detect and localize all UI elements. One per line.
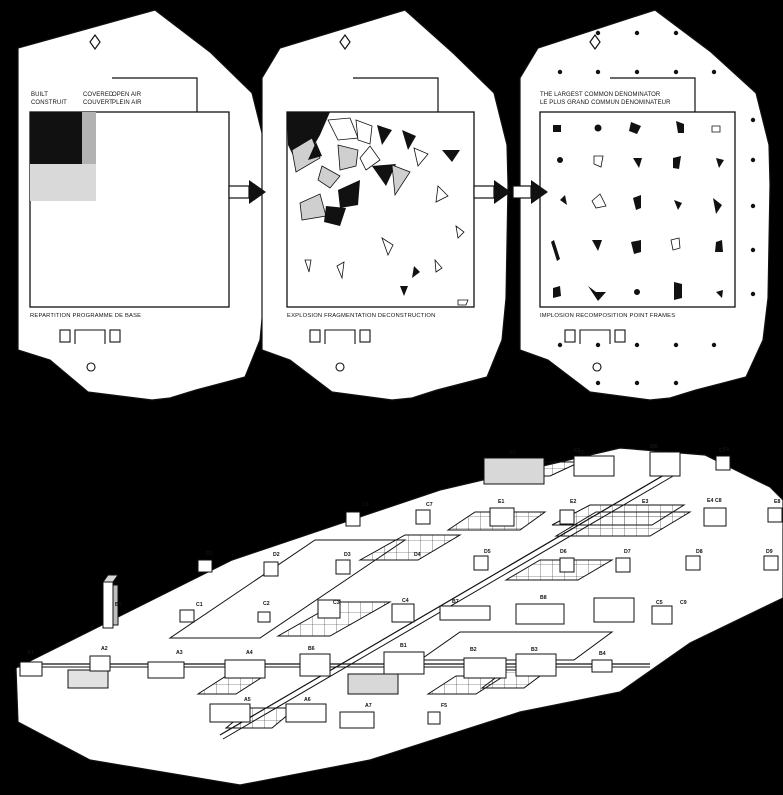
label-B4: B4	[599, 651, 606, 657]
label-F1: F1	[510, 450, 516, 456]
label-A3: A3	[176, 650, 183, 656]
label-E3: E3	[642, 499, 648, 505]
panel-3-caption: IMPLOSION RECOMPOSITION POINT FRAMES	[540, 313, 675, 319]
label-F4: F4	[723, 447, 729, 453]
label-D8: D8	[696, 549, 703, 555]
label-A7: A7	[365, 703, 372, 709]
small-block-right	[615, 330, 625, 342]
label-C7: C7	[426, 502, 433, 508]
fragment-white	[458, 300, 468, 305]
label-A2: A2	[101, 646, 108, 652]
small-block-right	[110, 330, 120, 342]
label-E2: E2	[570, 499, 576, 505]
label-B6: B6	[308, 646, 315, 652]
circle-marker-icon	[87, 363, 95, 371]
legend-covered: COVERED	[83, 92, 114, 98]
panel-3-square	[540, 112, 735, 307]
label-D6: D6	[560, 549, 567, 555]
label-A1: A1	[27, 650, 34, 656]
label-D4: D4	[414, 552, 421, 558]
label-B7: B7	[452, 599, 459, 605]
label-C3: C3	[333, 600, 340, 606]
small-block-left	[565, 330, 575, 342]
small-block-right	[360, 330, 370, 342]
small-block-left	[60, 330, 70, 342]
label-C1: C1	[196, 602, 203, 608]
label-A5: A5	[244, 697, 251, 703]
label-C9: C9	[680, 600, 687, 606]
legend-built: BUILT	[31, 92, 48, 98]
label-C6: C6	[362, 502, 369, 508]
label-D7: D7	[624, 549, 631, 555]
legend-open-air: OPEN AIR	[112, 92, 142, 98]
label-B1: B1	[400, 643, 407, 649]
panel-3-header-1: THE LARGEST COMMON DENOMINATOR	[540, 92, 661, 98]
label-A4: A4	[246, 650, 253, 656]
open-air-zone	[30, 164, 96, 201]
label-B3: B3	[531, 647, 538, 653]
label-B2: B2	[470, 647, 477, 653]
label-E8: E8	[774, 499, 780, 505]
label-D5: D5	[484, 549, 491, 555]
small-block-left	[310, 330, 320, 342]
panel-2-caption: EXPLOSION FRAGMENTATION DECONSTRUCTION	[287, 313, 435, 319]
label-F3: F3	[652, 444, 658, 450]
label-D3: D3	[344, 552, 351, 558]
label-F5: F5	[441, 703, 447, 709]
legend-construit: CONSTRUIT	[31, 100, 67, 106]
label-D2: D2	[273, 552, 280, 558]
legend-plein-air: PLEIN AIR	[112, 100, 142, 106]
label-C4: C4	[402, 598, 409, 604]
label-D9: D9	[766, 549, 773, 555]
label-B5: B5	[115, 602, 122, 608]
built-zone	[30, 112, 82, 164]
label-E1: E1	[498, 499, 504, 505]
label-D1: D1	[206, 551, 213, 557]
label-C2: C2	[263, 601, 270, 607]
circle-marker-icon	[336, 363, 344, 371]
label-E4: E4	[707, 498, 713, 504]
panel-1-caption: REPARTITION PROGRAMME DE BASE	[30, 313, 141, 319]
label-F2: F2	[578, 450, 584, 456]
circle-marker-icon	[593, 363, 601, 371]
label-B8: B8	[540, 595, 547, 601]
panel-3-header-2: LE PLUS GRAND COMMUN DENOMINATEUR	[540, 100, 671, 106]
legend-couvert: COUVERT	[83, 100, 113, 106]
label-A6: A6	[304, 697, 311, 703]
label-C8: C8	[715, 498, 722, 504]
label-C5: C5	[656, 600, 663, 606]
